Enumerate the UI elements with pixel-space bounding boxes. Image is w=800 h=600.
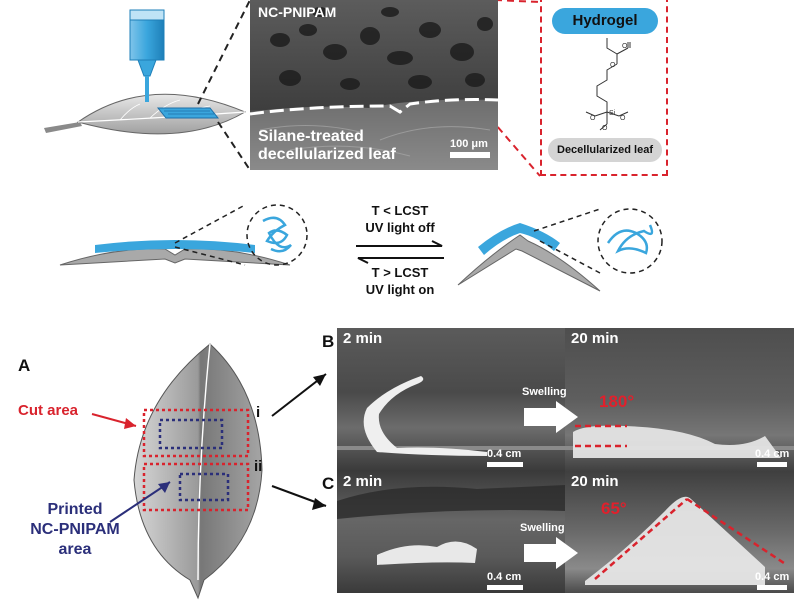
collapsed-polymer-chain [606, 224, 654, 255]
panel-b-time-left: 2 min [343, 330, 383, 347]
transition-top-line1: T < LCST [371, 203, 429, 218]
sem-texture [250, 0, 498, 170]
panel-b-scale-left: 0.4 cm [487, 448, 522, 460]
syringe-nozzle [137, 59, 157, 77]
sem-interface-label-1: Silane-treated [258, 128, 364, 145]
cut-leaf-diagram [133, 343, 263, 600]
transition-top-line2: UV light off [365, 220, 435, 235]
leaf-stem [44, 122, 82, 133]
decellularized-leaf-label: Decellularized leaf [548, 138, 662, 162]
transition-bottom-line2: UV light on [365, 282, 435, 297]
scale-bar-c-left [487, 585, 523, 590]
scale-bar-c-right [757, 585, 787, 590]
swelling-arrow-c [524, 537, 578, 569]
silane-structure: O O Si O O O [585, 38, 631, 132]
printed-area-lower [178, 472, 230, 502]
panel-c-time-left: 2 min [343, 473, 383, 490]
sem-interface-label-2: decellularized leaf [258, 146, 396, 163]
svg-text:O: O [620, 115, 626, 122]
sample-c-20min [585, 496, 765, 585]
panel-c-photo-right: 20 min 65° 0.4 cm [565, 471, 794, 593]
equilibrium-arrows [356, 240, 444, 264]
printing-schematic [44, 9, 247, 135]
sample-c-2min [377, 541, 477, 565]
flat-state-schematic [59, 204, 308, 266]
coiled-chain-zoom [246, 204, 308, 266]
panel-c-letter: C [322, 474, 335, 493]
panel-b-scale-right: 0.4 cm [755, 448, 790, 460]
annotation-arrows-a [91, 373, 327, 523]
swelling-label-c: Swelling [520, 522, 565, 534]
sem-image: NC-PNIPAM Silane-treated decellularized … [250, 0, 498, 170]
collapsed-chain-zoom [597, 208, 663, 274]
printed-area-label-3: area [58, 541, 92, 558]
marker-ii: ii [254, 458, 263, 475]
sample-b-2min [363, 376, 487, 456]
svg-text:Si: Si [609, 110, 616, 117]
cut-area-upper [142, 408, 250, 458]
cut-area-label: Cut area [18, 402, 79, 419]
sem-scale-label: 100 μm [450, 138, 488, 150]
panel-c-scale-left: 0.4 cm [487, 571, 522, 583]
scale-bar-b-left [487, 462, 523, 467]
zoom-connectors [197, 0, 541, 177]
cut-area-lower [142, 462, 250, 512]
printed-hydrogel-pattern [156, 107, 220, 119]
panel-c-photo-left: 2 min 0.4 cm [337, 471, 565, 593]
swelling-label-b: Swelling [522, 386, 567, 398]
bent-leaf [457, 234, 601, 292]
svg-text:O: O [622, 43, 628, 50]
flat-leaf [59, 248, 291, 266]
panel-b-angle: 180° [599, 392, 635, 411]
panel-b-photo-right: 20 min 180° 0.4 cm [565, 328, 794, 471]
panel-c-time-right: 20 min [571, 473, 619, 490]
panel-a-letter: A [18, 356, 31, 375]
printed-area-upper [158, 418, 224, 450]
scale-bar [450, 152, 490, 158]
printed-area-label-2: NC-PNIPAM [30, 521, 120, 538]
syringe-needle [145, 76, 149, 102]
marker-i: i [256, 404, 261, 421]
transition-bottom-line1: T > LCST [371, 265, 429, 280]
interface-line [250, 98, 498, 116]
panel-b-photo-left: 2 min 0.4 cm [337, 328, 565, 471]
svg-text:O: O [610, 62, 616, 69]
svg-text:O: O [602, 125, 608, 132]
hydrogel-label: Hydrogel [552, 8, 658, 34]
bent-hydrogel-layer [478, 223, 560, 255]
coiled-polymer-chain [262, 216, 292, 253]
sample-b-20min [573, 425, 781, 458]
panel-b-letter: B [322, 332, 335, 351]
printed-area-label-1: Printed [47, 501, 103, 518]
flat-hydrogel-layer [95, 240, 255, 253]
bent-state-schematic [457, 208, 663, 292]
chemistry-box: Hydrogel O O Si O O O Decellularized lea… [540, 0, 668, 176]
panel-b-time-right: 20 min [571, 330, 619, 347]
svg-text:O: O [590, 115, 596, 122]
sem-title: NC-PNIPAM [258, 4, 337, 20]
angle-line-c-left [594, 498, 688, 580]
swelling-arrow-b [524, 401, 578, 433]
panel-c-angle: 65° [601, 499, 627, 518]
panel-c-scale-right: 0.4 cm [755, 571, 790, 583]
scale-bar-b-right [757, 462, 787, 467]
